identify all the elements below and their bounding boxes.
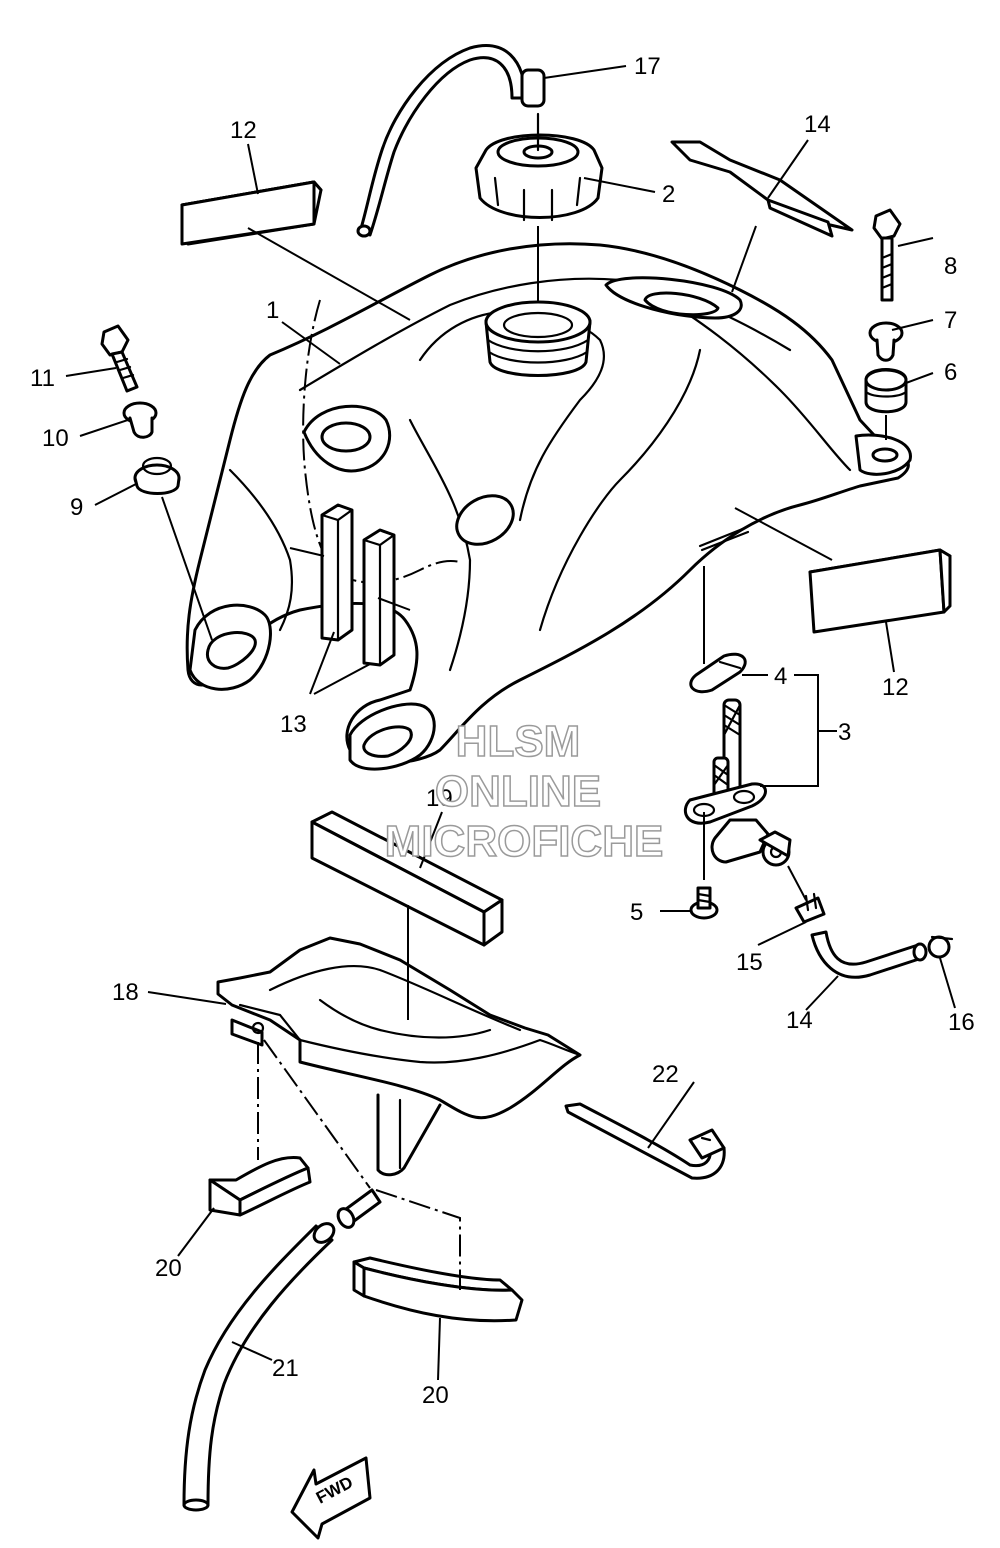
gasket-4	[689, 652, 747, 694]
callout-20-upper: 19	[426, 785, 453, 812]
watermark-line-1: HLSM	[456, 717, 581, 766]
pad-12-right	[808, 548, 952, 634]
drain-hose-21	[182, 1222, 336, 1512]
bolt-8	[872, 208, 902, 302]
pad-20-upper	[310, 810, 504, 947]
callout-8: 8	[944, 253, 957, 280]
callout-3: 3	[838, 719, 851, 746]
callout-4: 4	[774, 663, 787, 690]
forward-direction-arrow: FWD	[290, 1456, 372, 1540]
callout-16: 15	[736, 949, 763, 976]
pad-12-upper	[180, 180, 323, 246]
callout-20-left: 20	[155, 1255, 182, 1282]
watermark-line-2: ONLINE	[435, 767, 601, 816]
callout-20-bottom: 20	[422, 1382, 449, 1409]
wire-lead-22	[564, 1102, 726, 1180]
grommet-9	[133, 456, 181, 495]
pads-13	[320, 503, 396, 667]
callout-12-upper: 12	[230, 117, 257, 144]
fuel-cock-3	[684, 698, 792, 867]
callout-1: 1	[266, 297, 279, 324]
pad-20-bottom	[352, 1256, 524, 1323]
callout-labels: 17 2 12 14 1 8 7 6 11 10 9 13 12 4 3 5 1…	[30, 53, 975, 1409]
collar-10	[122, 401, 158, 439]
callout-17: 16	[948, 1009, 975, 1036]
callout-11: 11	[30, 365, 55, 392]
watermark: HLSM ONLINE MICROFICHE	[384, 716, 664, 867]
callout-2: 2	[662, 181, 675, 208]
pad-20-left	[208, 1156, 312, 1217]
grommet-6	[864, 368, 908, 414]
clamp-16	[794, 892, 826, 924]
callout-15: 14	[786, 1007, 813, 1034]
bolt-11	[100, 324, 139, 393]
callout-21: 21	[272, 1355, 299, 1382]
bracket-14	[670, 140, 854, 238]
fuel-hose-15	[810, 930, 928, 979]
callout-14: 14	[804, 111, 831, 138]
watermark-line-3: MICROFICHE	[385, 817, 664, 866]
callout-10: 10	[42, 425, 69, 452]
bracket-19	[216, 936, 582, 1229]
fuel-tank-1	[185, 242, 912, 771]
leader-lines	[65, 65, 956, 1381]
collar-7	[868, 321, 904, 362]
callout-13: 13	[280, 711, 307, 738]
callout-9: 9	[70, 494, 83, 521]
clamp-17	[927, 935, 954, 959]
callout-19: 18	[112, 979, 139, 1006]
callout-22: 22	[652, 1061, 679, 1088]
screw-5	[689, 886, 719, 920]
callout-6: 6	[944, 359, 957, 386]
fuel-cap-2	[474, 112, 604, 222]
callout-7: 7	[944, 307, 957, 334]
callout-18: 17	[634, 53, 661, 80]
breather-hose-18	[356, 44, 546, 238]
callout-5: 5	[630, 899, 643, 926]
callout-12-right: 12	[882, 674, 909, 701]
